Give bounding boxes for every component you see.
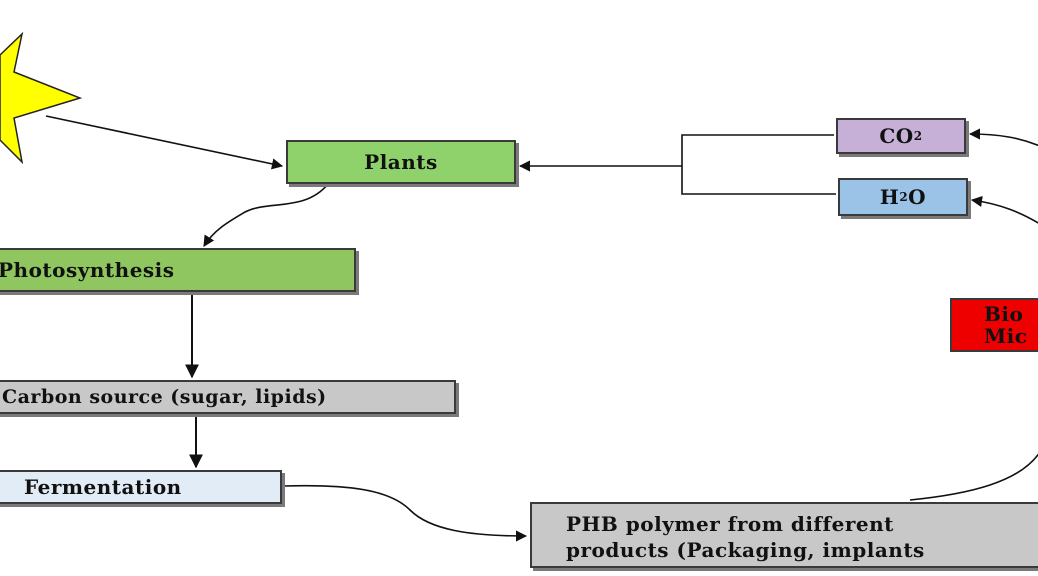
node-biodegradation: Bio Mic (950, 298, 1038, 352)
arrow-fermentation-to-phb (282, 484, 528, 542)
node-plants: Plants (286, 140, 516, 184)
node-phb-polymer: PHB polymer from different products (Pac… (530, 502, 1038, 568)
node-plants-label: Plants (364, 150, 438, 174)
node-carbon-source: Carbon source (sugar, lipids) (0, 380, 456, 414)
arrow-sun-to-plants (45, 115, 284, 170)
node-h2o-sub: 2 (899, 190, 909, 204)
arrow-into-h2o (970, 195, 1038, 224)
arrow-phb-to-bio (909, 453, 1038, 501)
node-h2o-post: O (908, 185, 927, 209)
node-photosynthesis-label: Photosynthesis (0, 258, 175, 282)
node-fermentation-label: Fermentation (24, 475, 182, 499)
sun-icon (0, 31, 83, 165)
node-carbon-source-label: Carbon source (sugar, lipids) (2, 386, 327, 408)
arrow-plants-to-photosynthesis (203, 183, 329, 247)
node-fermentation: Fermentation (0, 470, 282, 504)
node-co2-sub: 2 (913, 129, 923, 143)
node-bio-line1: Bio (984, 302, 1024, 326)
node-bio-line2: Mic (984, 324, 1028, 348)
node-co2-main: CO (879, 124, 914, 148)
bracket-co2-h2o (681, 134, 836, 195)
node-phb-line2: products (Packaging, implants (566, 538, 925, 562)
node-phb-line1: PHB polymer from different (566, 512, 894, 536)
arrow-into-co2 (968, 128, 1038, 147)
node-photosynthesis: Photosynthesis (0, 248, 356, 292)
node-h2o-pre: H (879, 185, 900, 209)
